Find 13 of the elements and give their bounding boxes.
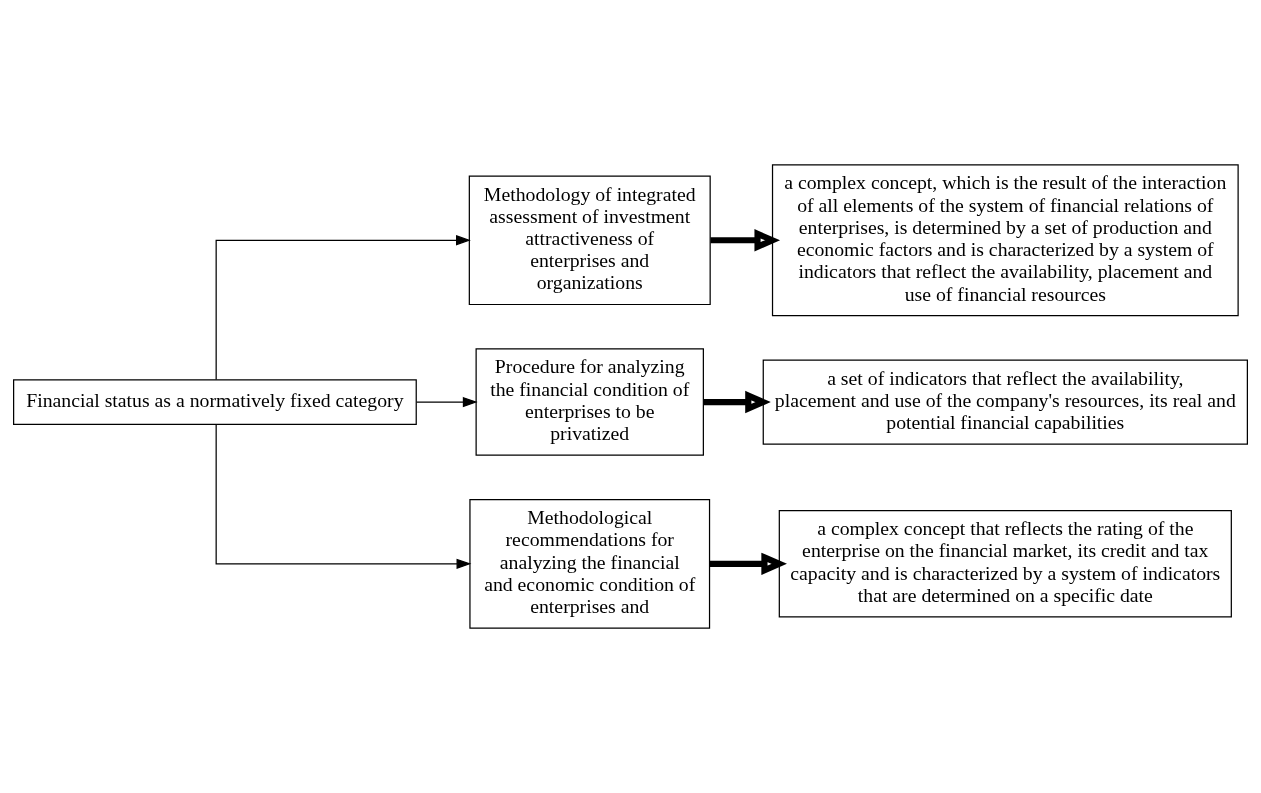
node-box: a complex concept, which is the result of the interaction of all elements of the system of financial relations of enterprises, is determined by a set of production and economic factors and is characterized by a system of indicators that reflect the availability, placement and use of financial resources <box>771 164 1239 317</box>
node-box: Financial status as a normatively fixed category <box>13 379 417 425</box>
node-box: a set of indicators that reflect the availability, placement and use of the company's resources, its real and potential financial capabilities <box>762 359 1248 445</box>
node-box: Methodology of integrated assessment of investment attractiveness of enterprises and organizations <box>468 175 711 306</box>
node-box: Procedure for analyzing the financial condition of enterprises to be privatized <box>475 348 704 456</box>
arrow <box>709 552 787 576</box>
node-box: Methodological recommendations for analyzing the financial and economic condition of enterprises and <box>469 499 711 629</box>
arrow <box>416 396 478 408</box>
arrow <box>215 235 471 381</box>
arrow <box>710 229 781 252</box>
arrow <box>215 423 472 570</box>
node-box: a complex concept that reflects the rating of the enterprise on the financial market, its credit and tax capacity and is characterized by a system of indicators that are determined on a specific date <box>778 510 1232 618</box>
arrow <box>703 390 771 414</box>
